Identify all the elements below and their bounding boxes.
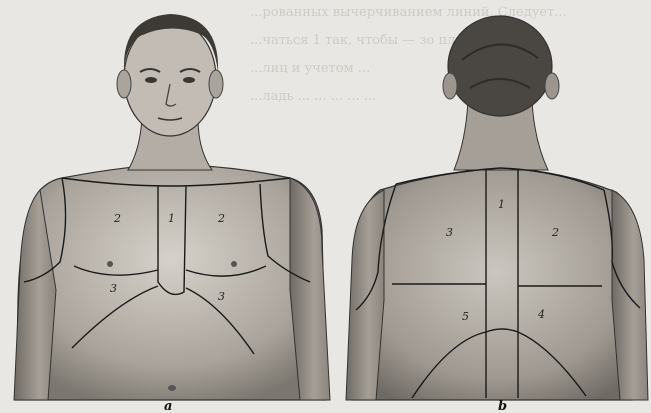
caption-b: b (498, 399, 507, 413)
back-arm-right (612, 190, 648, 400)
back-head (448, 16, 552, 116)
bg-text-line: ...рованных вычерчиванием линий. Следует… (250, 5, 567, 20)
front-torso-body (16, 165, 326, 400)
front-region-label: 1 (168, 212, 175, 225)
panel-b-back-torso: 1 2 3 4 5 (346, 16, 648, 400)
back-ear-right (545, 73, 559, 99)
front-nipple-left (107, 261, 113, 267)
back-ear-left (443, 73, 457, 99)
front-navel (168, 385, 176, 391)
front-eye-right (183, 77, 195, 83)
bg-text-line: ...лиц и учетом ... (250, 61, 370, 76)
front-ear-left (117, 70, 131, 98)
front-region-label: 3 (218, 290, 225, 303)
back-region-label: 4 (537, 308, 545, 321)
front-eye-left (145, 77, 157, 83)
back-region-label: 3 (446, 226, 453, 239)
caption-a: a (164, 399, 172, 413)
back-arm-left (346, 190, 384, 400)
back-region-label: 1 (498, 198, 505, 211)
front-region-label: 2 (217, 212, 225, 225)
front-region-label: 3 (110, 282, 117, 295)
front-nipple-right (231, 261, 237, 267)
back-region-label: 2 (551, 226, 559, 239)
front-region-label: 2 (113, 212, 121, 225)
back-region-label: 5 (462, 310, 469, 323)
bg-text-line: ...ладь ... ... ... ... ... (250, 89, 376, 104)
front-ear-right (209, 70, 223, 98)
